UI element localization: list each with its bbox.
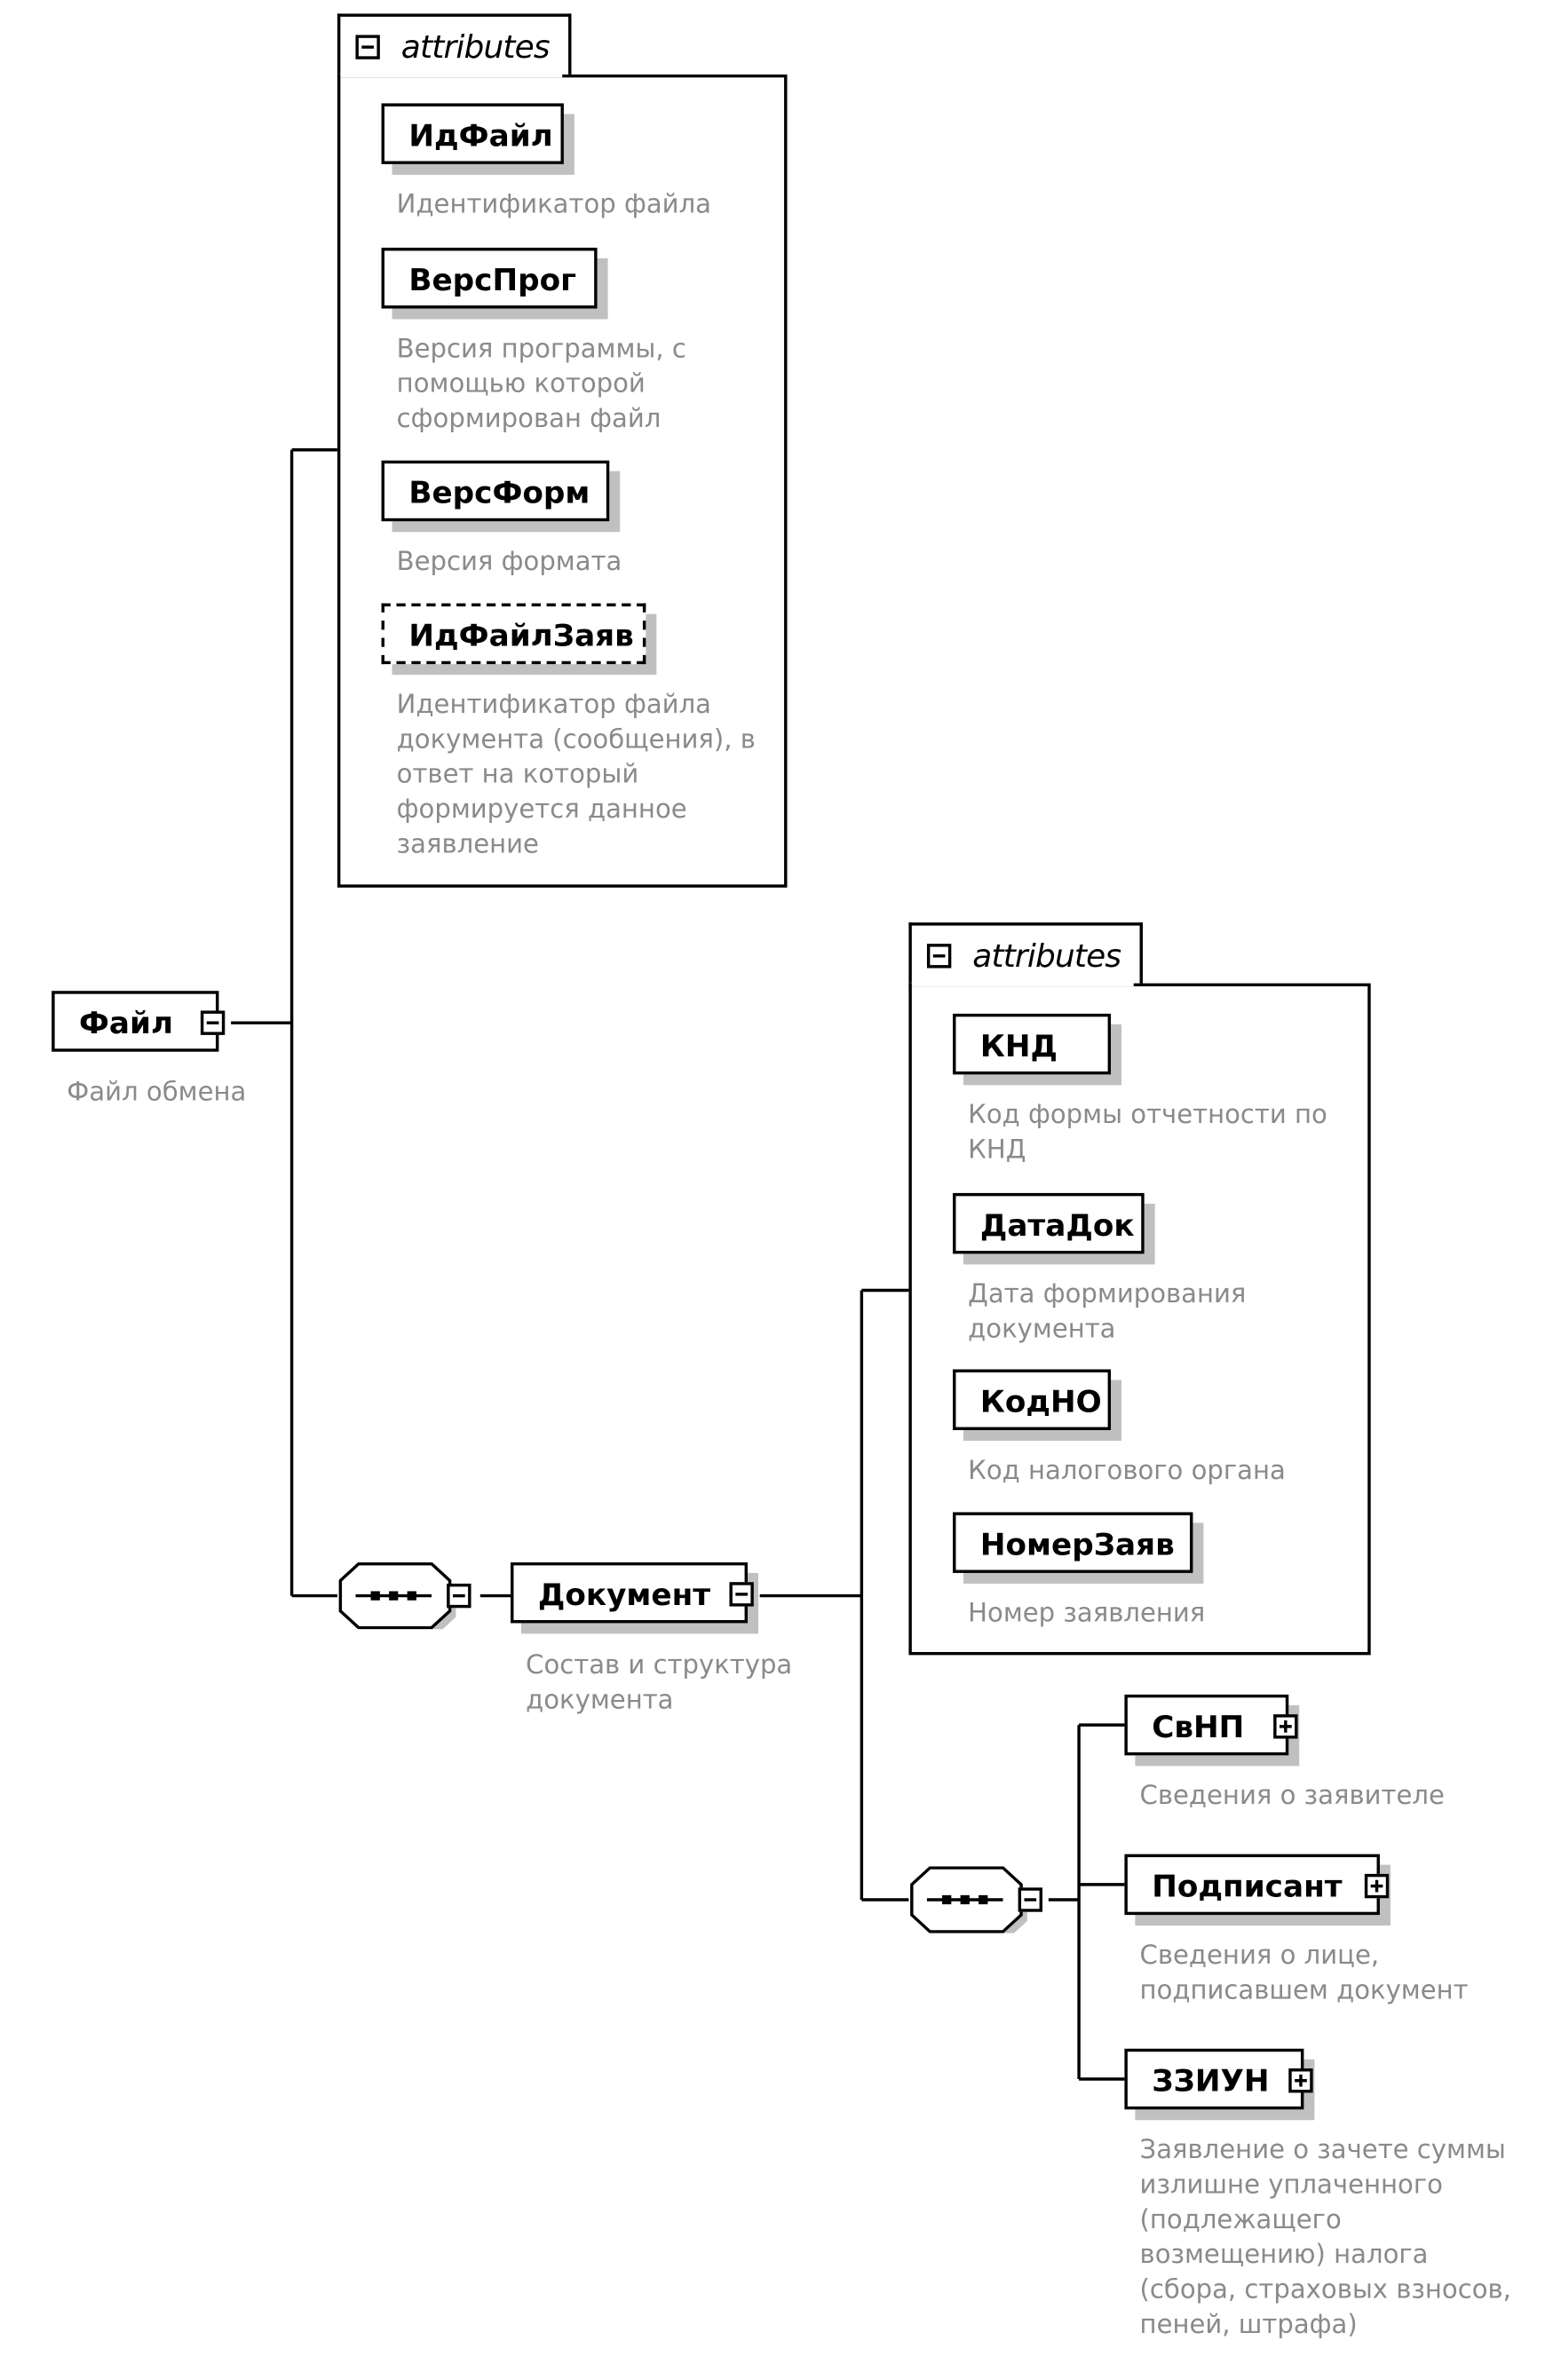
file-attributes-tab[interactable]: attributes [337, 13, 572, 78]
attribute-kodno[interactable]: КодНО [953, 1369, 1112, 1430]
root-element-label: Файл [78, 1004, 174, 1041]
attribute-label: НомерЗаяв [979, 1525, 1175, 1562]
root-element-description: Файл обмена [67, 1077, 247, 1109]
expand-icon[interactable] [1273, 1714, 1298, 1739]
sequence-icon [910, 1866, 1027, 1938]
attribute-knd[interactable]: КНД [953, 1013, 1112, 1075]
attribute-description: Идентификатор файла [396, 190, 712, 221]
element-label: Подписант [1152, 1868, 1343, 1905]
attribute-label: ДатаДок [979, 1206, 1135, 1244]
expand-icon[interactable] [1364, 1873, 1390, 1899]
element-podpisant[interactable]: Подписант [1124, 1854, 1390, 1916]
element-document[interactable]: Документ [511, 1562, 754, 1624]
element-label: СвНП [1152, 1708, 1245, 1745]
attribute-description: Дата формирования документа [968, 1279, 1247, 1346]
file-attributes-tab-label: attributes [400, 28, 551, 66]
attribute-label: КодНО [979, 1382, 1102, 1420]
attribute-description: Номер заявления [968, 1599, 1206, 1630]
sequence-compositor[interactable] [908, 1866, 1054, 1938]
attribute-description: Версия формата [396, 547, 622, 578]
attribute-label: КНД [979, 1027, 1058, 1064]
attribute-idfilezayav[interactable]: ИдФайлЗаяв [381, 603, 646, 665]
element-description: Заявление о зачете суммы излишне уплачен… [1139, 2135, 1511, 2341]
sequence-compositor[interactable] [337, 1562, 483, 1634]
document-attributes-tab-label: attributes [972, 937, 1121, 975]
element-description: Сведения о лице, подписавшем документ [1139, 1941, 1469, 2006]
collapse-icon[interactable] [1018, 1887, 1043, 1912]
attribute-versform[interactable]: ВерсФорм [381, 460, 610, 522]
attribute-versprog[interactable]: ВерсПрог [381, 248, 598, 309]
attribute-label: ВерсФорм [408, 474, 590, 511]
element-zziun[interactable]: ЗЗИУН [1124, 2048, 1313, 2110]
element-description: Состав и структура документа [526, 1650, 793, 1716]
sequence-icon [338, 1562, 456, 1634]
element-label: Документ [537, 1576, 711, 1613]
collapse-icon[interactable] [447, 1583, 471, 1609]
attribute-label: ВерсПрог [408, 261, 577, 298]
element-label: ЗЗИУН [1152, 2062, 1270, 2099]
attribute-description: Код формы отчетности по КНД [968, 1100, 1327, 1166]
attribute-label: ИдФайл [408, 116, 553, 154]
document-attributes-tab[interactable]: attributes [908, 922, 1143, 987]
collapse-icon[interactable] [729, 1582, 754, 1607]
attribute-description: Код налогового органа [968, 1456, 1286, 1487]
attribute-description: Версия программы, с помощью которой сфор… [396, 334, 686, 435]
attribute-label: ИдФайлЗаяв [408, 617, 634, 654]
attribute-description: Идентификатор файла документа (сообщения… [396, 690, 756, 860]
attribute-nomerzayav[interactable]: НомерЗаяв [953, 1512, 1193, 1573]
element-description: Сведения о заявителе [1139, 1781, 1445, 1812]
attribute-datadok[interactable]: ДатаДок [953, 1192, 1145, 1254]
root-element-file[interactable]: Файл [52, 991, 226, 1052]
attribute-idfile[interactable]: ИдФайл [381, 103, 564, 164]
element-svnp[interactable]: СвНП [1124, 1694, 1298, 1756]
expand-icon[interactable] [1288, 2068, 1313, 2093]
collapse-icon[interactable] [200, 1010, 226, 1035]
collapse-icon[interactable] [355, 35, 380, 59]
collapse-icon[interactable] [926, 944, 952, 969]
